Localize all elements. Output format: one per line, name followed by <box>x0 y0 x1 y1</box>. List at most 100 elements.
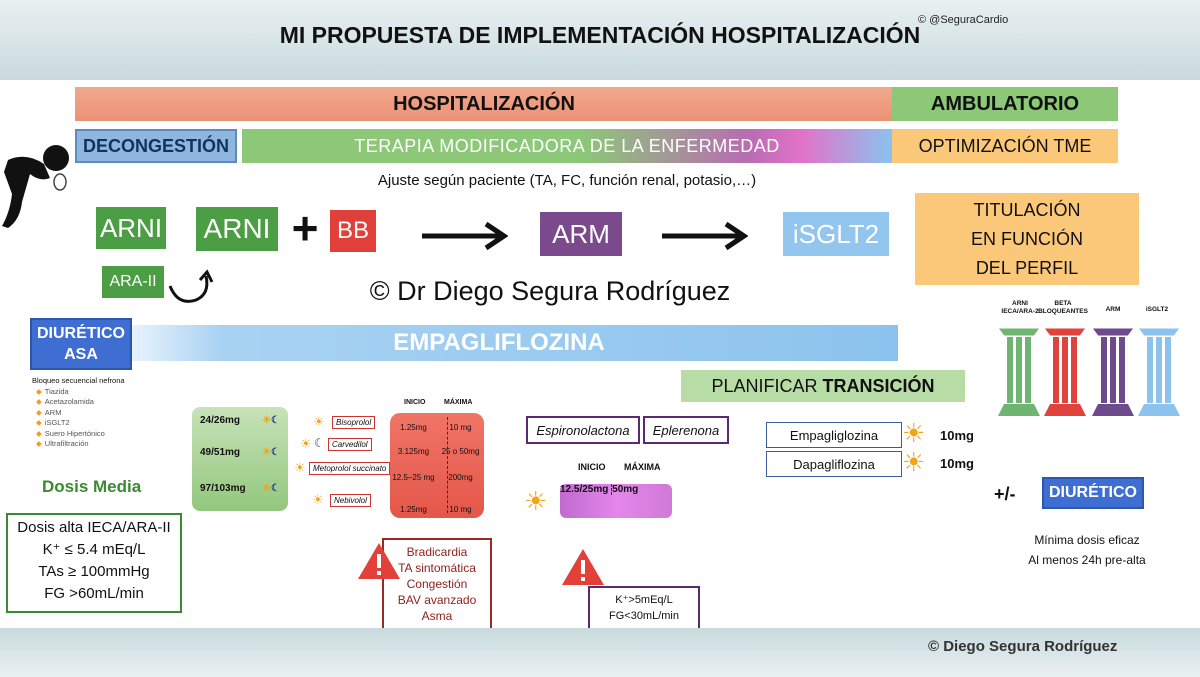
moon-icon: ☾ <box>271 447 280 458</box>
titulacion-box: TITULACIÓN EN FUNCIÓN DEL PERFIL <box>915 193 1139 285</box>
arm-warning-line: K⁺>5mEq/L <box>615 594 673 606</box>
phase-optimizacion: OPTIMIZACIÓN TME <box>892 129 1118 163</box>
sun-icon: ☀ <box>313 414 325 429</box>
plus-minus-sign: +/- <box>994 484 1016 504</box>
pillar-part <box>1092 404 1134 416</box>
dosis-media-label: Dosis Media <box>42 477 142 496</box>
diuretico-amb-box: DIURÉTICO <box>1042 477 1144 509</box>
arni-tag: ARNI <box>96 207 166 249</box>
planificar-transicion: PLANIFICAR TRANSICIÓN <box>681 370 965 402</box>
bloqueo-item: ◆Suero Hipertónico <box>36 428 105 438</box>
pillars-diagram <box>997 327 1181 416</box>
bloqueo-item: ◆iSGLT2 <box>36 418 70 427</box>
pillar-part <box>1138 404 1180 416</box>
arm-tag: ARM <box>540 212 622 256</box>
diuretico-asa-line-2: ASA <box>64 346 98 363</box>
arm-header-maxima: MÁXIMA <box>624 462 661 472</box>
bloqueo-item: ◆Acetazolamida <box>36 397 94 406</box>
moon-icon: ☾ <box>271 483 280 494</box>
bb-tag: BB <box>330 210 376 252</box>
arm-warning-box: K⁺>5mEq/L FG<30mL/min <box>588 586 700 630</box>
arni-dose-card: 24/26mg ☀☾ 49/51mg ☀☾ 97/103mg ☀☾ <box>192 407 288 511</box>
phase-decongestion: DECONGESTIÓN <box>75 129 237 163</box>
sun-icon: ☀ <box>262 447 272 458</box>
pillar-part <box>1165 337 1171 403</box>
sun-icon: ☀ <box>262 483 272 494</box>
bb-warning-line: TA sintomática <box>398 561 476 575</box>
pillar-part <box>1071 337 1077 403</box>
minima-text: Mínima dosis eficaz Al menos 24h pre-alt… <box>1002 530 1172 570</box>
warning-icon <box>358 543 400 579</box>
arm-header-inicio: INICIO <box>578 462 606 472</box>
diamond-icon: ◆ <box>36 428 42 438</box>
arni-dose-row: 49/51mg ☀☾ <box>200 447 280 458</box>
arrow-right-icon <box>422 221 508 251</box>
dosis-alta-line: Dosis alta IECA/ARA-II <box>17 519 171 536</box>
pillar-part <box>1119 337 1125 403</box>
diamond-icon: ◆ <box>36 439 42 448</box>
minima-line: Al menos 24h pre-alta <box>1028 553 1146 567</box>
planificar-bold: TRANSICIÓN <box>822 375 935 396</box>
titulacion-line-2: EN FUNCIÓN <box>971 228 1083 249</box>
bb-table-divider <box>447 417 448 513</box>
bloqueo-list: Bloqueo secuencial nefrona ◆Tiazida ◆Ace… <box>32 376 125 448</box>
pillar-part <box>1007 337 1013 403</box>
sglt2-dose: 10mg <box>940 428 974 443</box>
moon-icon: ☾ <box>314 436 325 450</box>
diuretico-asa-line-1: DIURÉTICO <box>37 325 125 342</box>
pillar-label: BETA BLOQUEANTES <box>1038 300 1088 315</box>
plus-sign: + <box>291 202 319 254</box>
diamond-icon: ◆ <box>36 397 42 406</box>
switch-arrow-icon <box>168 269 214 303</box>
titulacion-line-3: DEL PERFIL <box>975 257 1079 278</box>
phase-hospitalizacion: HOSPITALIZACIÓN <box>75 87 893 121</box>
bb-warning-line: BAV avanzado <box>397 593 477 607</box>
arm-dose-maxima: 50mg <box>612 484 639 495</box>
pillar-label: ARNI IECA/ARA-2 <box>1001 300 1039 315</box>
pillar-part <box>1156 337 1162 403</box>
bb-warning-line: Bradicardia <box>406 545 468 559</box>
bb-drug-name: Carvedilol <box>328 438 372 451</box>
credit-bottom: © Diego Segura Rodríguez <box>928 638 1118 655</box>
sun-icon: ☀ <box>262 415 272 426</box>
arni-tag-2: ARNI <box>196 207 278 251</box>
pillar-part <box>1025 337 1031 403</box>
credit-top: © @SeguraCardio <box>918 14 1009 26</box>
arni-dose-row: 97/103mg ☀☾ <box>200 483 280 494</box>
ara-ii-tag: ARA-II <box>102 266 164 298</box>
sun-icon: ☀ <box>902 447 926 477</box>
ajuste-text: Ajuste según paciente (TA, FC, función r… <box>377 172 757 189</box>
bb-drug-name: Nebivolol <box>330 494 371 507</box>
bb-table-header-inicio: INICIO <box>404 399 426 406</box>
pillar-part <box>1110 337 1116 403</box>
sun-icon: ☀ <box>524 486 548 516</box>
pillar-part <box>1147 337 1153 403</box>
footer-band <box>0 628 1200 677</box>
diuretico-asa-box: DIURÉTICO ASA <box>30 318 132 370</box>
warning-icon <box>562 549 604 585</box>
phase-ambulatorio: AMBULATORIO <box>892 87 1118 121</box>
dosis-alta-box: Dosis alta IECA/ARA-II K⁺ ≤ 5.4 mEq/L TA… <box>6 513 182 613</box>
sun-icon: ☀ <box>902 418 926 448</box>
pillar-part <box>1091 327 1135 337</box>
header-band <box>0 0 1200 80</box>
patient-silhouette-icon <box>2 145 69 228</box>
sglt2-drug-box: Empagliglozina <box>766 422 902 448</box>
planificar-prefix: PLANIFICAR <box>711 375 823 396</box>
page-title: MI PROPUESTA DE IMPLEMENTACIÓN HOSPITALI… <box>279 22 921 48</box>
bloqueo-item: ◆ARM <box>36 407 62 417</box>
diamond-icon: ◆ <box>36 407 42 417</box>
pillar-part <box>1062 337 1068 403</box>
arm-dose-inicio: 12.5/25mg <box>560 484 609 495</box>
arm-dose-bar: 12.5/25mg 50mg <box>560 484 672 518</box>
phase-terapia: TERAPIA MODIFICADORA DE LA ENFERMEDAD <box>242 129 892 163</box>
pillar-part <box>1016 337 1022 403</box>
arrow-right-icon-2 <box>662 221 748 251</box>
bb-warning-line: Congestión <box>406 577 468 591</box>
titulacion-line-1: TITULACIÓN <box>973 199 1081 220</box>
bloqueo-item: ◆Tiazida <box>36 386 69 396</box>
pillar-part <box>1053 337 1059 403</box>
